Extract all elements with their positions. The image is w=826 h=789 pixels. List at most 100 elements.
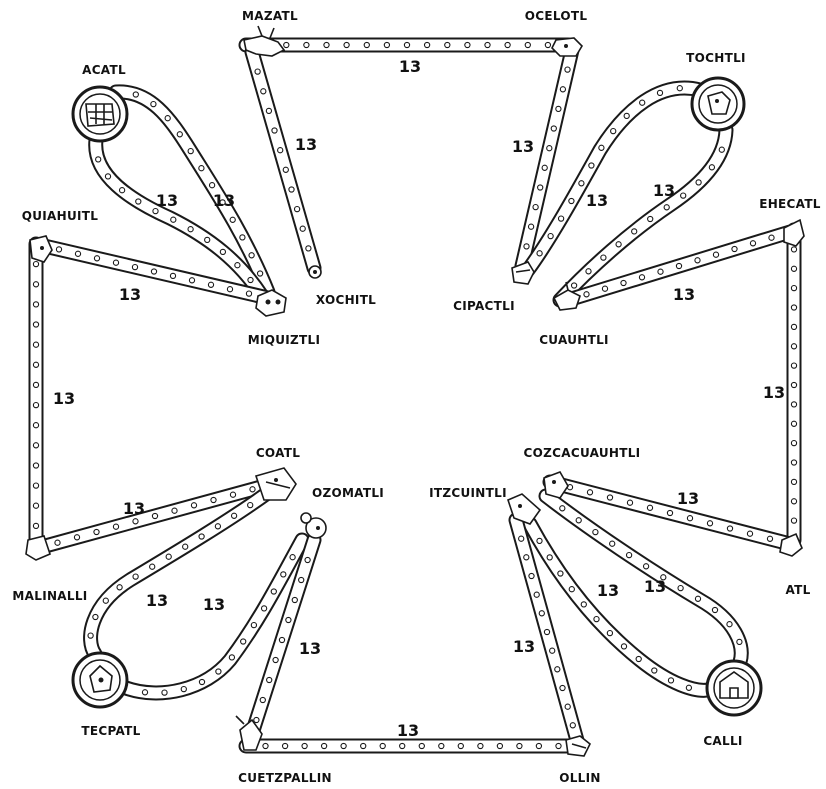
flower-icon	[309, 266, 321, 278]
band-dot	[727, 526, 732, 531]
label-itzcuintli: ITZCUINTLI	[429, 486, 507, 500]
band-dot	[289, 187, 294, 192]
band-dot	[33, 443, 38, 448]
band-dot	[439, 743, 444, 748]
band-dot	[647, 505, 652, 510]
band-dot	[235, 263, 240, 268]
band-dot	[524, 555, 529, 560]
band-dot	[686, 685, 691, 690]
label-coatl: COATL	[256, 446, 300, 460]
band-dot	[248, 277, 253, 282]
band-dot	[199, 534, 204, 539]
band-dot	[621, 644, 626, 649]
band-dot	[133, 519, 138, 524]
day-sign-labels: MAZATL OCELOTL TOCHTLI ACATL QUIAHUITL E…	[12, 9, 820, 785]
band-dot	[75, 251, 80, 256]
band-dot	[478, 743, 483, 748]
band-dot	[94, 256, 99, 261]
band-dot	[188, 227, 193, 232]
band-dot	[791, 286, 796, 291]
band-dot	[251, 623, 256, 628]
band-dot	[791, 402, 796, 407]
band-dot	[719, 147, 724, 152]
band-dot	[216, 669, 221, 674]
band-dot	[627, 500, 632, 505]
count-quiahuitl-malinalli: 13	[53, 389, 75, 408]
band-dot	[579, 181, 584, 186]
band-dot	[208, 282, 213, 287]
count-tochtli-inner: 13	[586, 191, 608, 210]
band-dot	[250, 487, 255, 492]
band-dot	[283, 167, 288, 172]
band-dot	[172, 508, 177, 513]
band-dot	[229, 655, 234, 660]
band-dot	[713, 252, 718, 257]
band-dot	[279, 637, 284, 642]
band-dot	[497, 743, 502, 748]
band-dot	[695, 596, 700, 601]
band-dot	[254, 717, 259, 722]
band-dot	[632, 229, 637, 234]
band-dot	[344, 42, 349, 47]
count-tecpatl-inner: 13	[203, 595, 225, 614]
band-dot	[601, 255, 606, 260]
label-xochitl: XOCHITL	[316, 293, 376, 307]
band-dot	[210, 183, 215, 188]
band-dot	[33, 302, 38, 307]
band-dot	[570, 723, 575, 728]
band-cuetzpallin-ollin	[246, 743, 578, 748]
band-dot	[74, 535, 79, 540]
band-dot	[272, 128, 277, 133]
band-dot	[199, 679, 204, 684]
label-miquiztli: MIQUIZTLI	[248, 333, 321, 347]
label-tecpatl: TECPATL	[81, 724, 140, 738]
band-dot	[707, 521, 712, 526]
band-dot	[607, 631, 612, 636]
band-dot	[33, 282, 38, 287]
band-dot	[281, 572, 286, 577]
band-dot	[248, 503, 253, 508]
label-tochtli: TOCHTLI	[686, 51, 746, 65]
band-dot	[88, 633, 93, 638]
band-dot	[322, 743, 327, 748]
band-dot	[737, 639, 742, 644]
flint-knife-medallion-icon	[73, 653, 127, 707]
band-dot	[695, 258, 700, 263]
band-mazatl-xochitl	[252, 52, 314, 268]
band-dot	[162, 690, 167, 695]
band-dot	[534, 592, 539, 597]
band-dot	[517, 743, 522, 748]
house-medallion-icon	[707, 661, 761, 715]
band-dot	[576, 518, 581, 523]
band-dot	[215, 524, 220, 529]
band-dot	[537, 251, 542, 256]
band-dot	[727, 622, 732, 627]
band-dot	[33, 382, 38, 387]
reed-medallion-icon	[73, 87, 127, 141]
label-quiahuitl: QUIAHUITL	[22, 209, 99, 223]
count-tochtli-outer: 13	[653, 181, 675, 200]
label-ozomatli: OZOMATLI	[312, 486, 384, 500]
band-dot	[165, 116, 170, 121]
band-dot	[639, 275, 644, 280]
band-dot	[191, 503, 196, 508]
band-dot	[732, 246, 737, 251]
label-cipactli: CIPACTLI	[453, 299, 515, 313]
count-ocelotl-cipactli: 13	[512, 137, 534, 156]
band-dot	[565, 704, 570, 709]
band-dot	[283, 743, 288, 748]
band-dot	[589, 163, 594, 168]
band-dot	[230, 492, 235, 497]
count-ozomatli-cuetzpallin: 13	[299, 639, 321, 658]
count-ehecatl-atl: 13	[763, 383, 785, 402]
band-dot	[33, 322, 38, 327]
band-dot	[136, 199, 141, 204]
band-dot	[284, 42, 289, 47]
band-dot	[324, 42, 329, 47]
label-atl: ATL	[785, 583, 810, 597]
count-tecpatl-outer: 13	[146, 591, 168, 610]
band-dot	[524, 244, 529, 249]
band-dot	[791, 266, 796, 271]
band-dot	[103, 598, 108, 603]
band-dot	[299, 577, 304, 582]
